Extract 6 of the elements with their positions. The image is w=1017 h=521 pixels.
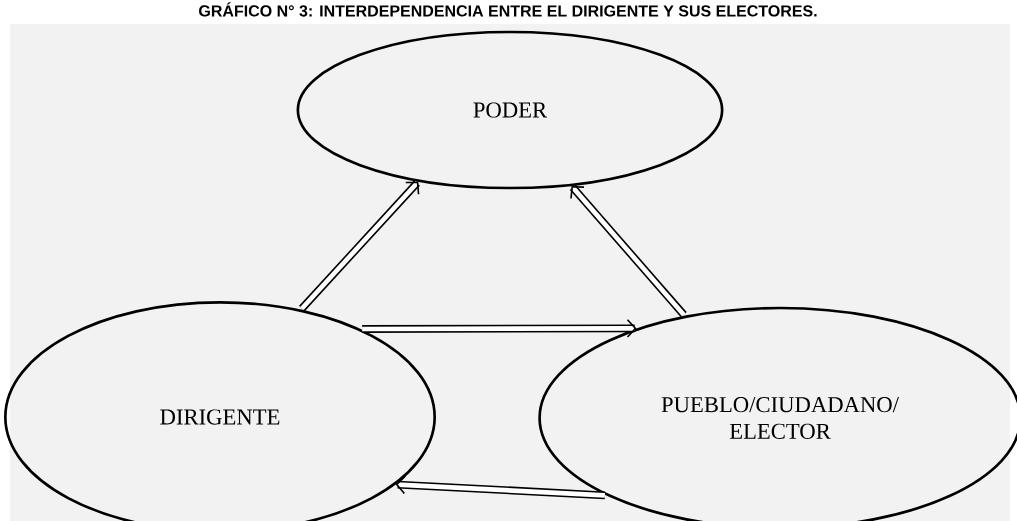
double-arrow xyxy=(299,180,420,312)
double-arrow xyxy=(569,184,687,318)
ellipse-node: PODER xyxy=(296,30,724,190)
double-arrow xyxy=(395,475,606,500)
title: GRÁFICO N° 3: INTERDEPENDENCIA ENTRE EL DIRIGENTE Y SUS ELECTORES. xyxy=(199,2,817,17)
double-arrow xyxy=(362,318,637,338)
